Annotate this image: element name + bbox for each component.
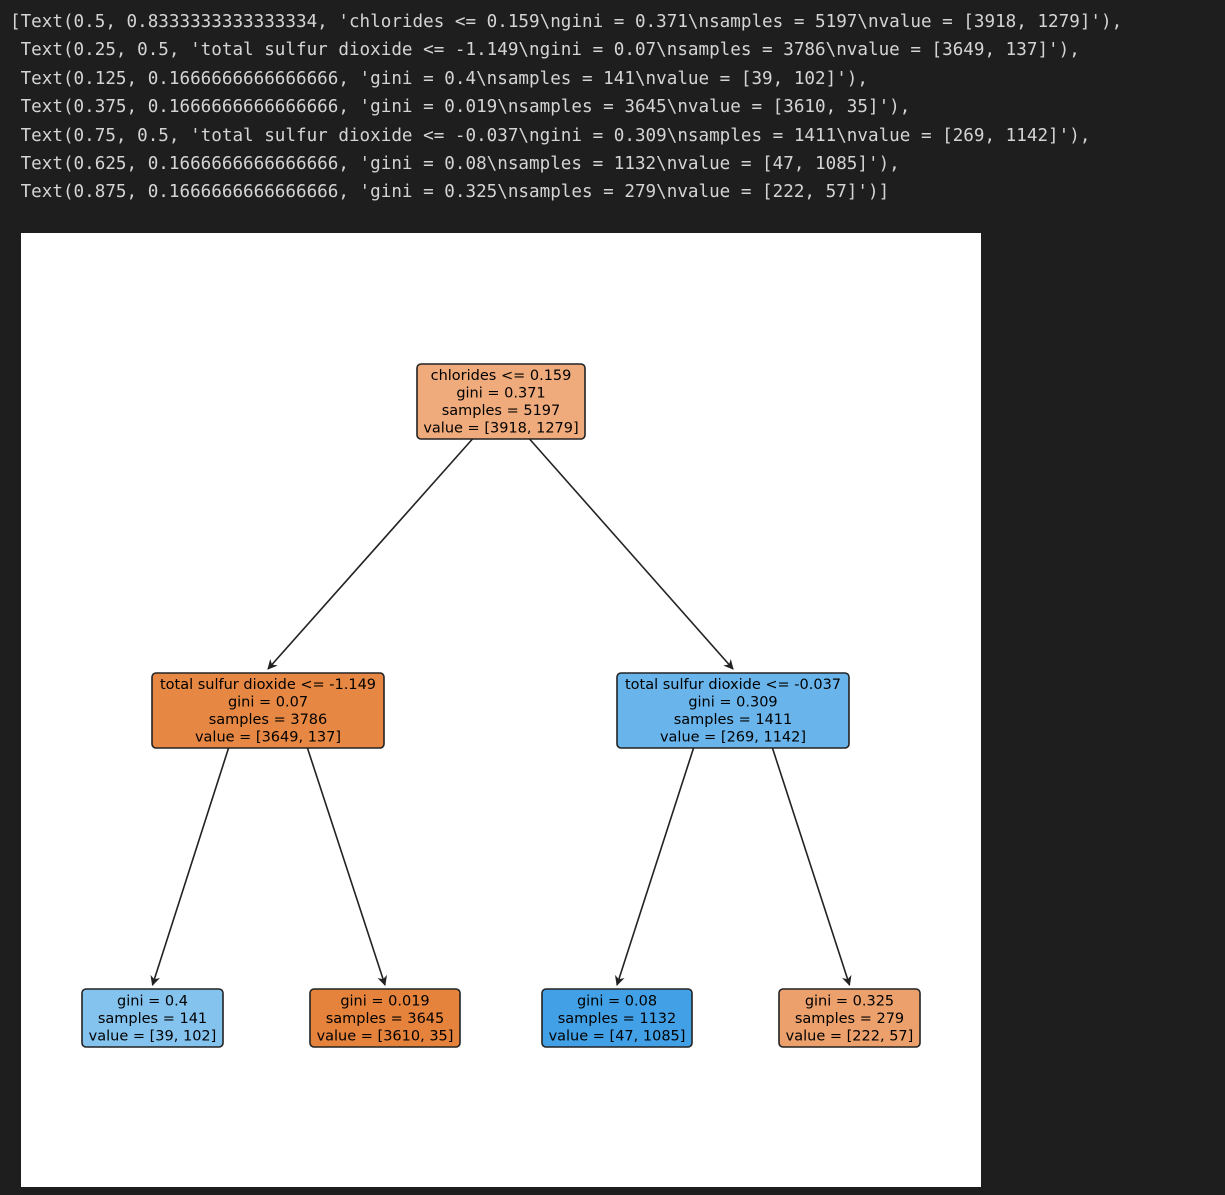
text-output-line: Text(0.375, 0.1666666666666666, 'gini = … bbox=[10, 97, 911, 118]
tree-node-label: gini = 0.07 bbox=[228, 695, 308, 711]
tree-node-label: samples = 279 bbox=[795, 1011, 904, 1027]
tree-node-label: gini = 0.371 bbox=[456, 386, 545, 402]
text-output-line: Text(0.75, 0.5, 'total sulfur dioxide <=… bbox=[10, 125, 1091, 146]
tree-node-label: chlorides <= 0.159 bbox=[431, 368, 572, 384]
tree-edge-arrow bbox=[150, 747, 230, 986]
tree-edge-arrow bbox=[528, 438, 734, 670]
tree-edge-arrow bbox=[306, 747, 387, 986]
text-output-line: Text(0.25, 0.5, 'total sulfur dioxide <=… bbox=[10, 40, 1080, 61]
tree-edge-arrow bbox=[615, 747, 695, 986]
tree-node-label: gini = 0.309 bbox=[688, 695, 777, 711]
tree-edge-arrow bbox=[771, 747, 852, 986]
tree-node-box bbox=[309, 988, 461, 1048]
tree-node-label: samples = 141 bbox=[98, 1011, 207, 1027]
tree-node-label: samples = 5197 bbox=[442, 403, 561, 419]
text-output: [Text(0.5, 0.8333333333333334, 'chloride… bbox=[10, 8, 1122, 207]
text-output-line: Text(0.625, 0.1666666666666666, 'gini = … bbox=[10, 153, 900, 174]
tree-node-label: value = [47, 1085] bbox=[549, 1028, 686, 1044]
tree-node-right: total sulfur dioxide <= -0.037 gini = 0.3… bbox=[616, 672, 850, 749]
tree-node-box bbox=[151, 672, 385, 749]
tree-node-label: samples = 3786 bbox=[209, 712, 328, 728]
tree-node-label: gini = 0.08 bbox=[577, 993, 657, 1009]
tree-node-label: gini = 0.4 bbox=[117, 993, 188, 1009]
tree-node-label: value = [3918, 1279] bbox=[423, 421, 578, 437]
tree-node-label: gini = 0.019 bbox=[340, 993, 429, 1009]
edge-layer bbox=[150, 438, 852, 986]
tree-node-left: total sulfur dioxide <= -1.149 gini = 0.0… bbox=[151, 672, 385, 749]
tree-node-box bbox=[616, 672, 850, 749]
tree-node-label: samples = 3645 bbox=[326, 1011, 445, 1027]
tree-node-label: gini = 0.325 bbox=[805, 993, 894, 1009]
text-output-line: Text(0.125, 0.1666666666666666, 'gini = … bbox=[10, 68, 868, 89]
tree-node-box bbox=[778, 988, 921, 1048]
tree-node-label: value = [269, 1142] bbox=[660, 730, 806, 746]
tree-node-label: samples = 1132 bbox=[558, 1011, 677, 1027]
tree-node-label: value = [39, 102] bbox=[89, 1028, 217, 1044]
tree-node-box bbox=[416, 363, 586, 440]
tree-node-label: total sulfur dioxide <= -1.149 bbox=[160, 677, 376, 693]
text-output-line: [Text(0.5, 0.8333333333333334, 'chloride… bbox=[10, 12, 1123, 32]
tree-edge-arrow bbox=[267, 438, 474, 670]
text-output-line: Text(0.875, 0.1666666666666666, 'gini = … bbox=[10, 182, 890, 203]
tree-node-label: total sulfur dioxide <= -0.037 bbox=[625, 677, 841, 693]
tree-node-box bbox=[541, 988, 693, 1048]
tree-node-label: value = [3649, 137] bbox=[195, 730, 341, 746]
tree-node-label: samples = 1411 bbox=[674, 712, 793, 728]
tree-node-box bbox=[81, 988, 224, 1048]
tree-node-label: value = [222, 57] bbox=[786, 1028, 914, 1044]
tree-node-label: value = [3610, 35] bbox=[317, 1028, 454, 1044]
